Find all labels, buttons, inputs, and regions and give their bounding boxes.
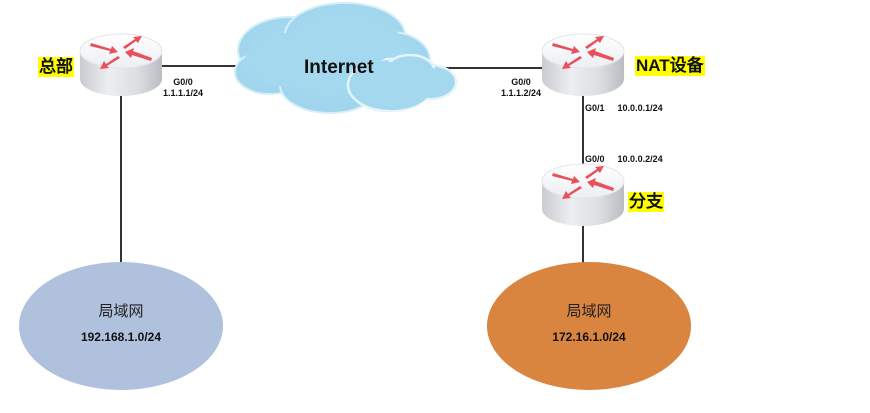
branch-lan-network: 172.16.1.0/24 bbox=[552, 330, 626, 344]
hq-lan-name: 局域网 bbox=[98, 303, 144, 320]
hq-lan-network: 192.168.1.0/24 bbox=[80, 330, 162, 344]
branch-router-label: 分支 bbox=[628, 192, 664, 212]
hq-interface-label: G0/0 1.1.1.1/24 bbox=[160, 77, 206, 99]
hq-router-label: 总部 bbox=[38, 57, 74, 77]
internet-label: Internet bbox=[304, 57, 374, 78]
nat-wan-interface-ip: 1.1.1.2/24 bbox=[500, 88, 542, 98]
links bbox=[120, 65, 584, 263]
hq-interface-ip: 1.1.1.1/24 bbox=[162, 88, 204, 98]
hq-router-icon[interactable] bbox=[79, 33, 163, 97]
hq-interface-name: G0/0 bbox=[173, 77, 193, 87]
nat-router-icon[interactable] bbox=[541, 33, 625, 97]
nat-lan-interface-name: G0/1 bbox=[585, 103, 605, 113]
nat-lan-interface-ip: 10.0.0.1/24 bbox=[617, 103, 663, 113]
branch-router-icon[interactable] bbox=[541, 163, 625, 227]
nat-wan-interface-name: G0/0 bbox=[511, 77, 531, 87]
internet-cloud-icon bbox=[234, 2, 458, 114]
branch-interface-ip: 10.0.0.2/24 bbox=[617, 154, 663, 164]
branch-lan-name: 局域网 bbox=[566, 303, 612, 320]
nat-wan-interface-label: G0/0 1.1.1.2/24 bbox=[496, 77, 546, 99]
branch-interface-name: G0/0 bbox=[585, 154, 605, 164]
nat-router-label: NAT设备 bbox=[635, 56, 705, 76]
branch-interface-label: G0/0 10.0.0.2/24 bbox=[585, 154, 663, 165]
hq-lan-ellipse[interactable] bbox=[19, 262, 223, 390]
nat-lan-interface-label: G0/1 10.0.0.1/24 bbox=[585, 103, 663, 114]
branch-lan-ellipse[interactable] bbox=[487, 262, 691, 390]
